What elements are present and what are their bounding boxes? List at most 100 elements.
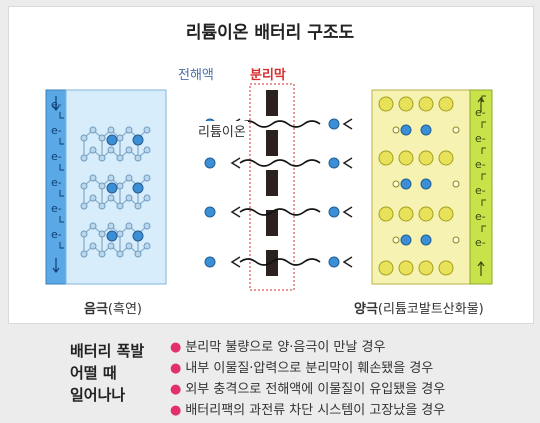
question-line-1: 배터리 폭발 (70, 342, 145, 360)
reason-item-3: ●외부 충격으로 전해액에 이물질이 유입됐을 경우 (170, 378, 445, 397)
carbon-atom (80, 134, 88, 142)
carbon-atom (89, 242, 97, 250)
cathode-body (371, 89, 471, 285)
cobalt-oxide-atom (378, 260, 394, 276)
electron-mark: e- (475, 158, 486, 171)
carbon-atom (80, 230, 88, 238)
carbon-atom (125, 242, 133, 250)
carbon-atom (116, 250, 124, 258)
carbon-atom (89, 126, 97, 134)
electron-mark: e- (51, 202, 62, 215)
separator-bar (266, 210, 278, 236)
carbon-atom (98, 182, 106, 190)
carbon-atom (98, 230, 106, 238)
carbon-atom (80, 182, 88, 190)
ion-path-wave (239, 120, 321, 128)
electron-mark: e- (51, 228, 62, 241)
lithium-ion-dot (106, 134, 118, 146)
carbon-atom (143, 126, 151, 134)
electron-arrow (59, 164, 64, 171)
carbon-atom (134, 250, 142, 258)
electrons-left: e-e-e-e-e-e- (51, 96, 64, 273)
diagram-title: 리튬이온 배터리 구조도 (185, 23, 355, 43)
lithium-ion-dot (132, 134, 144, 146)
carbon-atom (89, 146, 97, 154)
ion-path-wave (239, 159, 321, 167)
separator-bars (266, 90, 278, 276)
carbon-atom (107, 242, 115, 250)
cobalt-oxide-atom (398, 96, 414, 112)
ion-path-wave (239, 208, 321, 216)
cobalt-oxide-atom (378, 96, 394, 112)
electron-arrow (59, 112, 64, 119)
lithium-ion-dot (400, 124, 412, 136)
cobalt-oxide-atom (378, 206, 394, 222)
carbon-atom (134, 154, 142, 162)
cobalt-oxide-atom (438, 206, 454, 222)
electron-mark: e- (51, 150, 62, 163)
battery-diagram: e-e-e-e-e-e- e-e-e-e-e-e- (45, 83, 493, 291)
cathode-lattice (378, 96, 460, 276)
bullet-icon: ● (170, 382, 182, 397)
cathode-collector (469, 89, 493, 285)
left-arrow-icon (342, 118, 353, 130)
reason-text-2: 내부 이물질·압력으로 분리막이 훼손됐을 경우 (185, 361, 434, 376)
electron-arrow (59, 216, 64, 223)
separator-bar (266, 170, 278, 196)
down-arrow-icon (52, 258, 60, 273)
carbon-atom (80, 202, 88, 210)
left-arrow-icon (342, 256, 353, 268)
question-line-2: 어떨 때 (70, 364, 117, 382)
electron-arrow (59, 242, 64, 249)
carbon-atom (89, 222, 97, 230)
electron-arrow (481, 225, 486, 232)
carbon-atom (125, 222, 133, 230)
carbon-atom (134, 202, 142, 210)
lithium-ion-dot (328, 157, 340, 169)
lithium-ion-dot (400, 234, 412, 246)
carbon-atom (98, 154, 106, 162)
separator-bar (266, 90, 278, 116)
electron-arrow (481, 147, 486, 154)
graphite-layers (80, 126, 151, 258)
cathode-label-bold: 양극 (354, 302, 378, 317)
lithium-ion-dot (328, 118, 340, 130)
carbon-atom (143, 194, 151, 202)
cobalt-oxide-atom (418, 206, 434, 222)
oxygen-atom (452, 126, 460, 134)
carbon-atom (89, 174, 97, 182)
left-arrow-icon (342, 206, 353, 218)
oxygen-atom (452, 236, 460, 244)
electron-mark: e- (475, 184, 486, 197)
electron-arrow (481, 173, 486, 180)
electron-arrow (481, 199, 486, 206)
reason-item-1: ●분리막 불량으로 양·음극이 만날 경우 (170, 336, 385, 355)
electron-arrow (59, 190, 64, 197)
down-arrow-icon (52, 96, 60, 111)
carbon-atom (116, 182, 124, 190)
carbon-atom (98, 202, 106, 210)
cathode-label-rest: (리튬코발트산화물) (377, 302, 484, 317)
lithium-ion-dot (328, 256, 340, 268)
electron-mark: e- (475, 236, 486, 249)
electron-mark: e- (51, 176, 62, 189)
left-arrow-icon (230, 157, 241, 169)
lithium-ion-dot (106, 182, 118, 194)
lithium-ion-dot (132, 182, 144, 194)
electron-mark: e- (475, 132, 486, 145)
anode-label-bold: 음극 (84, 302, 108, 317)
up-arrow-icon (477, 261, 485, 276)
cobalt-oxide-atom (398, 150, 414, 166)
cobalt-oxide-atom (418, 150, 434, 166)
carbon-atom (116, 154, 124, 162)
anode-label: 음극(흑연) (84, 298, 142, 317)
electron-mark: e- (475, 106, 486, 119)
question-line-3: 일어나나 (70, 386, 126, 404)
reason-item-2: ●내부 이물질·압력으로 분리막이 훼손됐을 경우 (170, 357, 433, 376)
cobalt-oxide-atom (438, 150, 454, 166)
electrons-right: e-e-e-e-e-e- (475, 95, 486, 276)
lithium-ion-dot (204, 256, 216, 268)
carbon-atom (107, 146, 115, 154)
ion-path-wave (239, 258, 321, 266)
cathode-label: 양극(리튬코발트산화물) (354, 298, 484, 317)
